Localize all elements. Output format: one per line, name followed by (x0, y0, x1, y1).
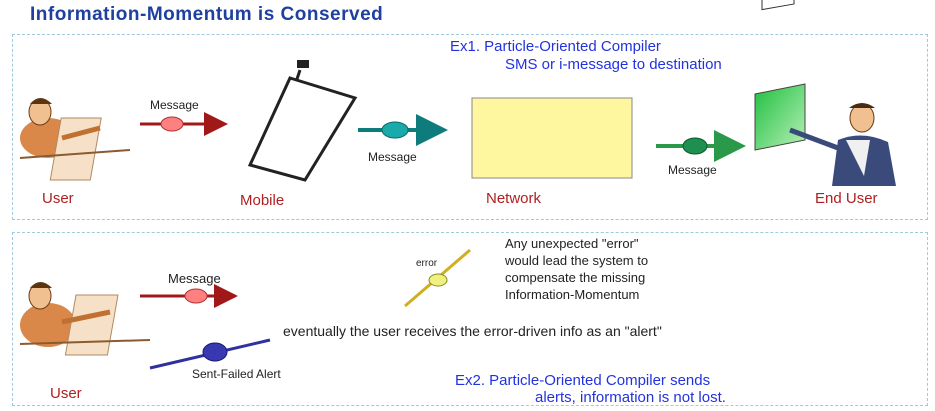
mobile-phone-icon (247, 60, 358, 182)
mobile-node-label: Mobile (240, 192, 285, 209)
page-title: Information-Momentum is Conserved (30, 4, 384, 25)
error-note-line4: Information-Momentum (505, 287, 640, 302)
ex1-message-label-3: Message (668, 163, 717, 177)
end-user-figure-icon (754, 0, 896, 186)
user-node-label: User (42, 190, 74, 207)
user-figure-icon (19, 98, 131, 181)
eventual-note: eventually the user receives the error-d… (283, 323, 662, 339)
ex1-message-label-2: Message (368, 150, 417, 164)
ex1-heading-line2: SMS or i-message to destination (505, 56, 722, 73)
error-note-line1: Any unexpected "error" (505, 236, 639, 251)
error-note-line2: would lead the system to (505, 253, 649, 268)
error-particle-icon (404, 248, 471, 308)
error-note-line3: compensate the missing (505, 270, 646, 285)
message-particle-red-1 (140, 112, 228, 136)
ex2-footer-line2: alerts, information is not lost. (535, 389, 726, 406)
ex2-footer-line1: Ex2. Particle-Oriented Compiler sends (455, 372, 711, 389)
ex2-user-label: User (50, 385, 82, 402)
network-node-label: Network (486, 190, 542, 207)
ex1-heading-line1: Ex1. Particle-Oriented Compiler (450, 38, 661, 55)
ex1-message-label-1: Message (150, 98, 199, 112)
sent-failed-alert-particle (149, 338, 271, 370)
message-particle-teal (358, 114, 448, 146)
message-particle-green (656, 130, 746, 162)
sent-failed-alert-label: Sent-Failed Alert (192, 367, 281, 381)
ex2-message-particle-red (140, 284, 238, 308)
example-1-panel (12, 34, 928, 220)
ex2-message-label: Message (168, 271, 221, 286)
network-box (471, 97, 633, 179)
error-label: error (416, 258, 438, 269)
end-user-node-label: End User (815, 190, 878, 207)
example-2-panel (12, 232, 928, 406)
ex2-user-figure-icon (19, 282, 151, 356)
